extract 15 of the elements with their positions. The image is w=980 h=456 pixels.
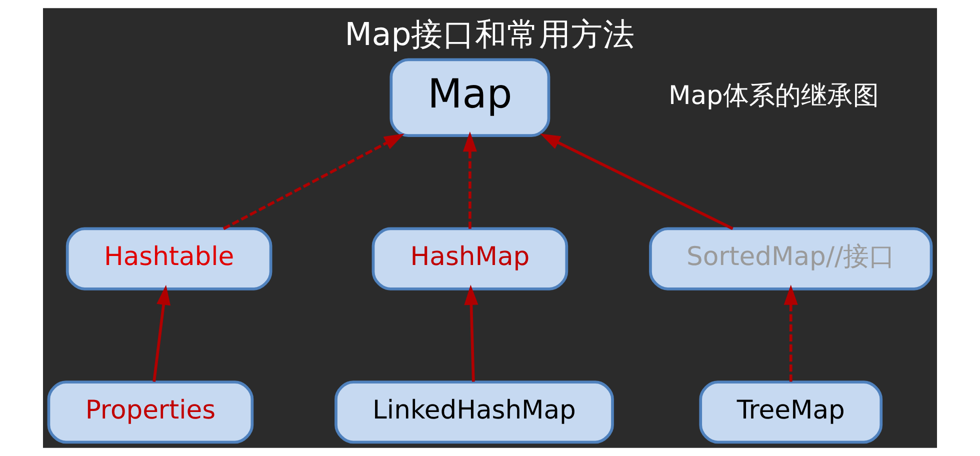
arrow <box>462 132 477 229</box>
node-box: Hashtable <box>66 227 272 290</box>
node-box: SortedMap//接口 <box>649 227 933 290</box>
label: Map体系的继承图 <box>668 80 879 111</box>
arrow <box>540 134 734 230</box>
diagram-title: Map接口和常用方法 <box>344 16 636 53</box>
node-box: LinkedHashMap <box>334 380 614 444</box>
arrow <box>152 284 171 382</box>
arrow <box>464 284 478 382</box>
arrow <box>222 134 404 230</box>
node-box: Map <box>390 58 550 138</box>
arrow <box>784 284 798 382</box>
node-box: HashMap <box>372 227 568 290</box>
node-box: Properties <box>47 380 254 444</box>
node-box: TreeMap <box>699 380 883 444</box>
